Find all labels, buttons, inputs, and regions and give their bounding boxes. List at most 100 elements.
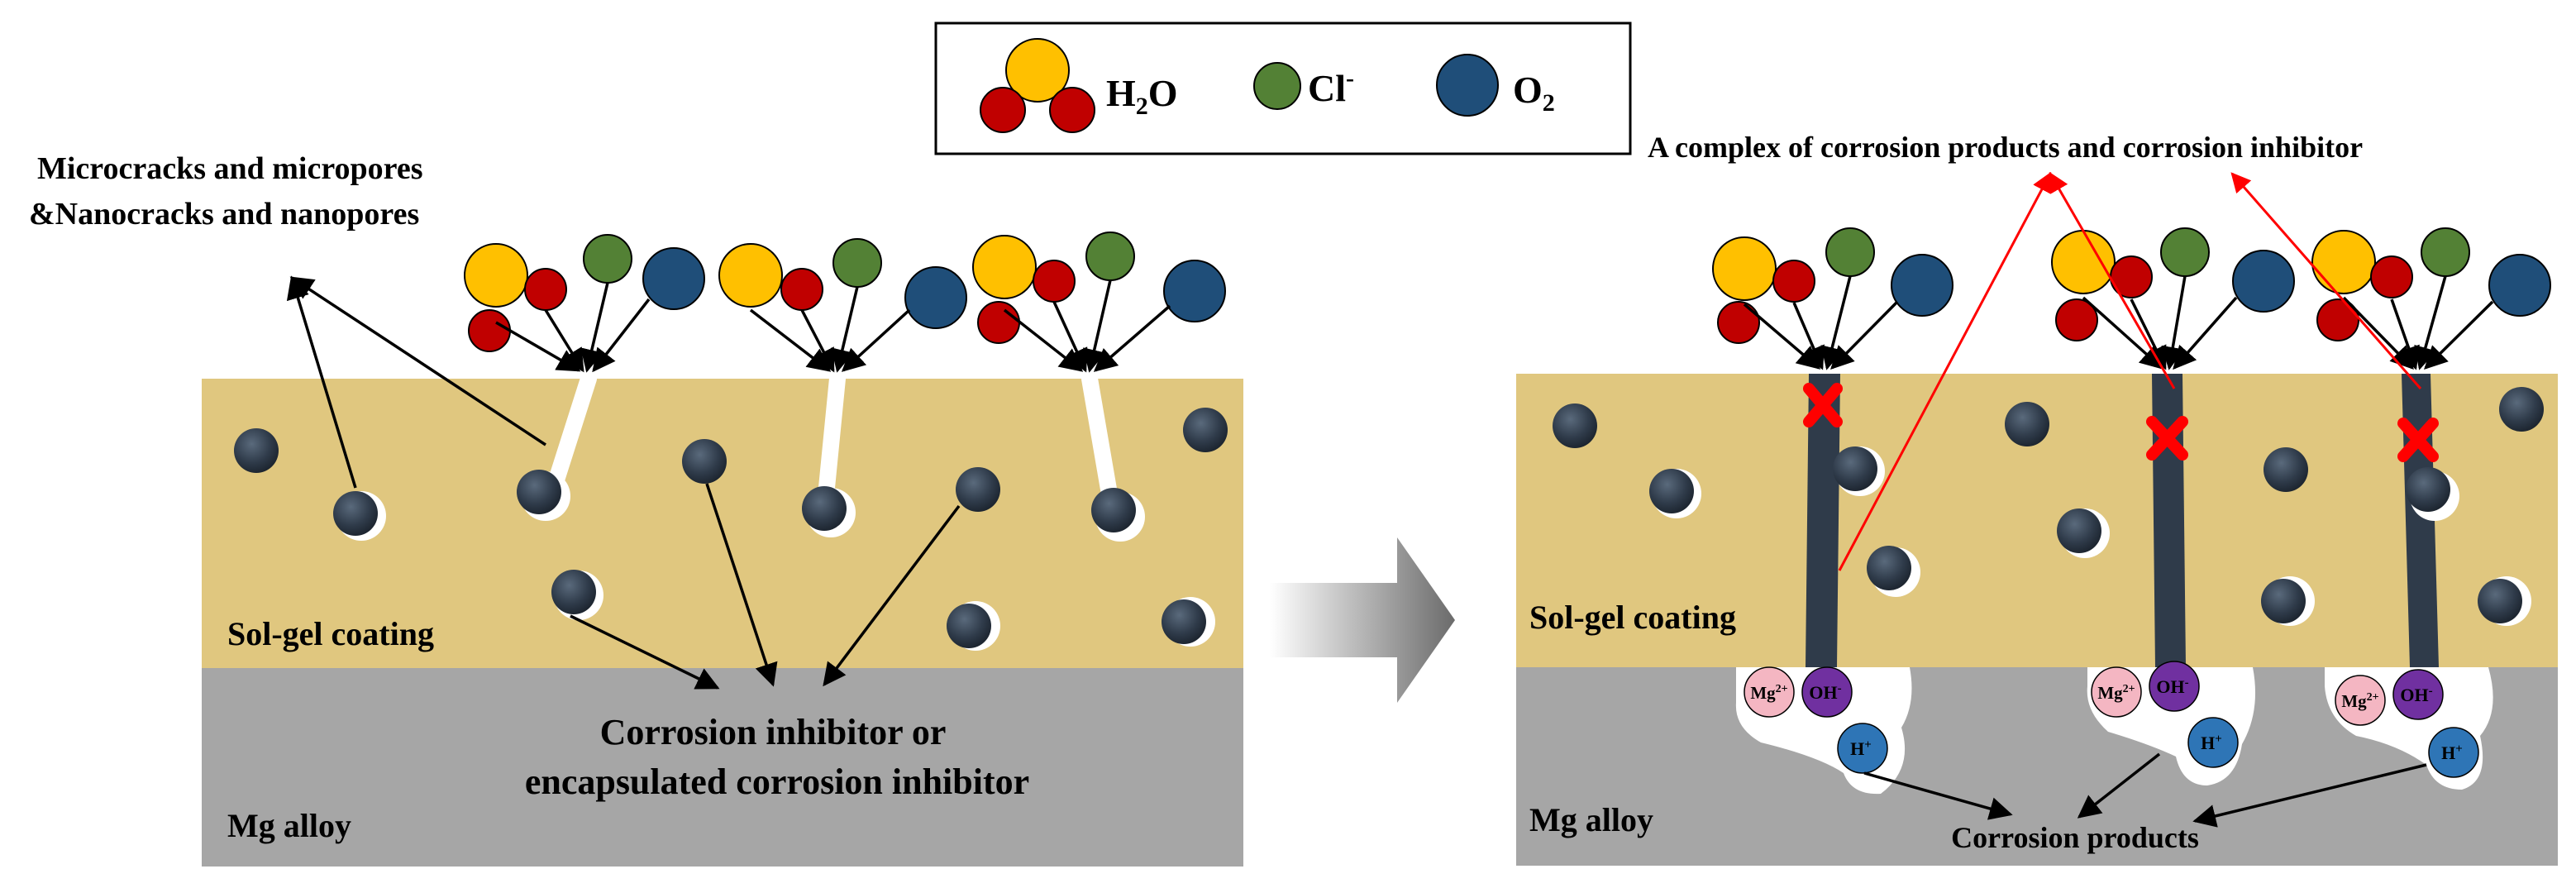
legend-water-o: O bbox=[1148, 72, 1178, 114]
mg-ion-charge: 2+ bbox=[2367, 691, 2379, 704]
left-species-group-3 bbox=[972, 232, 1226, 344]
oh-ion-label: OH bbox=[2156, 676, 2184, 697]
left-inhibitor-label-2: encapsulated corrosion inhibitor bbox=[525, 761, 1029, 802]
h-ion-charge: + bbox=[2455, 742, 2463, 756]
h-ion bbox=[2428, 727, 2479, 778]
water-o-molecule bbox=[464, 243, 528, 308]
oxygen-molecule bbox=[1891, 254, 1953, 317]
oh-ion-label: OH bbox=[2400, 685, 2428, 705]
inhibitor-particle bbox=[947, 601, 1000, 651]
inhibitor-particle bbox=[1649, 469, 1701, 518]
inhibitor-particle bbox=[1553, 403, 1597, 448]
legend-chloride-icon bbox=[1253, 62, 1301, 110]
water-o-molecule bbox=[2051, 230, 2116, 294]
oxygen-molecule bbox=[2232, 250, 2295, 313]
left-species-group-1 bbox=[464, 234, 705, 352]
inhibitor-particle bbox=[802, 486, 856, 537]
svg-text:H2O: H2O bbox=[1106, 72, 1178, 120]
legend-water-sub: 2 bbox=[1136, 93, 1148, 120]
inhibitor-particle bbox=[234, 428, 279, 473]
svg-text:Cl-: Cl- bbox=[1308, 64, 1354, 109]
right-species-group-3 bbox=[2311, 227, 2551, 341]
inhibitor-particle bbox=[1091, 488, 1145, 542]
left-defects-label-2: &Nanocracks and nanopores bbox=[29, 197, 419, 232]
legend-water-icon bbox=[980, 38, 1095, 133]
legend-chloride-sup: - bbox=[1346, 64, 1354, 92]
oh-ion bbox=[2149, 661, 2200, 712]
chloride-ion bbox=[832, 238, 882, 288]
left-species-group-2 bbox=[718, 238, 967, 329]
chloride-ion bbox=[1825, 227, 1875, 277]
water-o-molecule bbox=[1712, 236, 1777, 301]
h-ion-label: H bbox=[1850, 738, 1864, 759]
svg-text:OH-: OH- bbox=[2156, 676, 2188, 697]
water-h-molecule bbox=[2370, 255, 2413, 298]
oxygen-molecule bbox=[2488, 254, 2551, 317]
mg-ion-label: Mg bbox=[2097, 683, 2123, 703]
mg-ion bbox=[1744, 666, 1795, 718]
chloride-ion bbox=[1085, 232, 1135, 281]
water-h-molecule bbox=[1717, 301, 1760, 344]
water-h-molecule bbox=[1772, 260, 1815, 303]
water-h-molecule bbox=[780, 268, 823, 311]
water-h-molecule bbox=[2055, 298, 2098, 341]
left-substrate-layer bbox=[202, 668, 1243, 867]
inhibitor-particle bbox=[2264, 447, 2308, 492]
oxygen-molecule bbox=[904, 266, 967, 329]
inhibitor-particle bbox=[682, 439, 727, 484]
svg-text:H+: H+ bbox=[2441, 742, 2463, 763]
blocked-x-icon bbox=[2397, 418, 2439, 462]
inhibitor-particle bbox=[2005, 402, 2049, 446]
ion-group-2: Mg2+ OH- H+ bbox=[2091, 661, 2239, 768]
svg-text:H+: H+ bbox=[2201, 733, 2222, 753]
inhibitor-particle bbox=[2057, 508, 2110, 558]
left-cracks bbox=[546, 370, 1120, 517]
right-inhibitor-particles bbox=[1553, 387, 2544, 626]
water-h-molecule bbox=[468, 309, 511, 352]
left-substrate-label: Mg alloy bbox=[227, 807, 351, 844]
blocked-x-icon bbox=[1803, 383, 1843, 427]
inhibitor-particle bbox=[2406, 467, 2459, 521]
svg-text:Mg2+: Mg2+ bbox=[2341, 691, 2378, 711]
legend-chloride: Cl bbox=[1308, 67, 1346, 109]
left-inhibitor-label-1: Corrosion inhibitor or bbox=[600, 712, 947, 752]
oh-ion-charge: - bbox=[2429, 685, 2433, 698]
inhibitor-particle bbox=[2499, 387, 2544, 432]
inhibitor-particle bbox=[333, 491, 386, 541]
svg-text:OH-: OH- bbox=[2400, 685, 2432, 705]
h-ion-label: H bbox=[2441, 742, 2455, 763]
legend: H2O Cl- O2 bbox=[934, 21, 1632, 155]
legend-oxygen-sub: 2 bbox=[1543, 89, 1555, 117]
h-ion-label: H bbox=[2201, 733, 2215, 753]
inhibitor-particle bbox=[2261, 576, 2315, 626]
ion-group-1: Mg2+ OH- H+ bbox=[1744, 666, 1888, 774]
left-inhibitor-particles bbox=[234, 408, 1228, 651]
water-h-molecule bbox=[1033, 260, 1076, 303]
oh-ion-charge: - bbox=[1838, 682, 1842, 695]
complex-label-arrows bbox=[1838, 171, 2422, 571]
left-panel: Microcracks and micropores &Nanocracks a… bbox=[29, 151, 1243, 867]
inhibitor-particle bbox=[956, 467, 1000, 512]
legend-oxygen: O bbox=[1513, 69, 1543, 111]
left-defects-label-1: Microcracks and micropores bbox=[37, 151, 422, 186]
right-ingress-arrows bbox=[1743, 275, 2494, 370]
ion-group-3: Mg2+ OH- H+ bbox=[2335, 669, 2479, 778]
inhibitor-particle bbox=[551, 570, 603, 620]
left-defect-arrows bbox=[286, 275, 546, 489]
mg-ion-charge: 2+ bbox=[2123, 683, 2135, 695]
left-coating-label: Sol-gel coating bbox=[227, 615, 434, 652]
oh-ion bbox=[2392, 669, 2444, 720]
water-o-molecule bbox=[718, 243, 783, 308]
legend-water-h: H bbox=[1106, 72, 1136, 114]
water-h-molecule bbox=[524, 268, 567, 311]
mg-ion bbox=[2091, 666, 2142, 718]
oxygen-molecule bbox=[642, 247, 705, 310]
blocked-x-icon bbox=[2146, 416, 2188, 461]
oh-ion-charge: - bbox=[2185, 676, 2189, 690]
svg-text:O2: O2 bbox=[1513, 69, 1555, 117]
svg-text:OH-: OH- bbox=[1809, 682, 1841, 703]
legend-oxygen-icon bbox=[1436, 54, 1499, 117]
mg-ion-label: Mg bbox=[1750, 683, 1776, 703]
right-species-group-2 bbox=[2051, 227, 2295, 341]
